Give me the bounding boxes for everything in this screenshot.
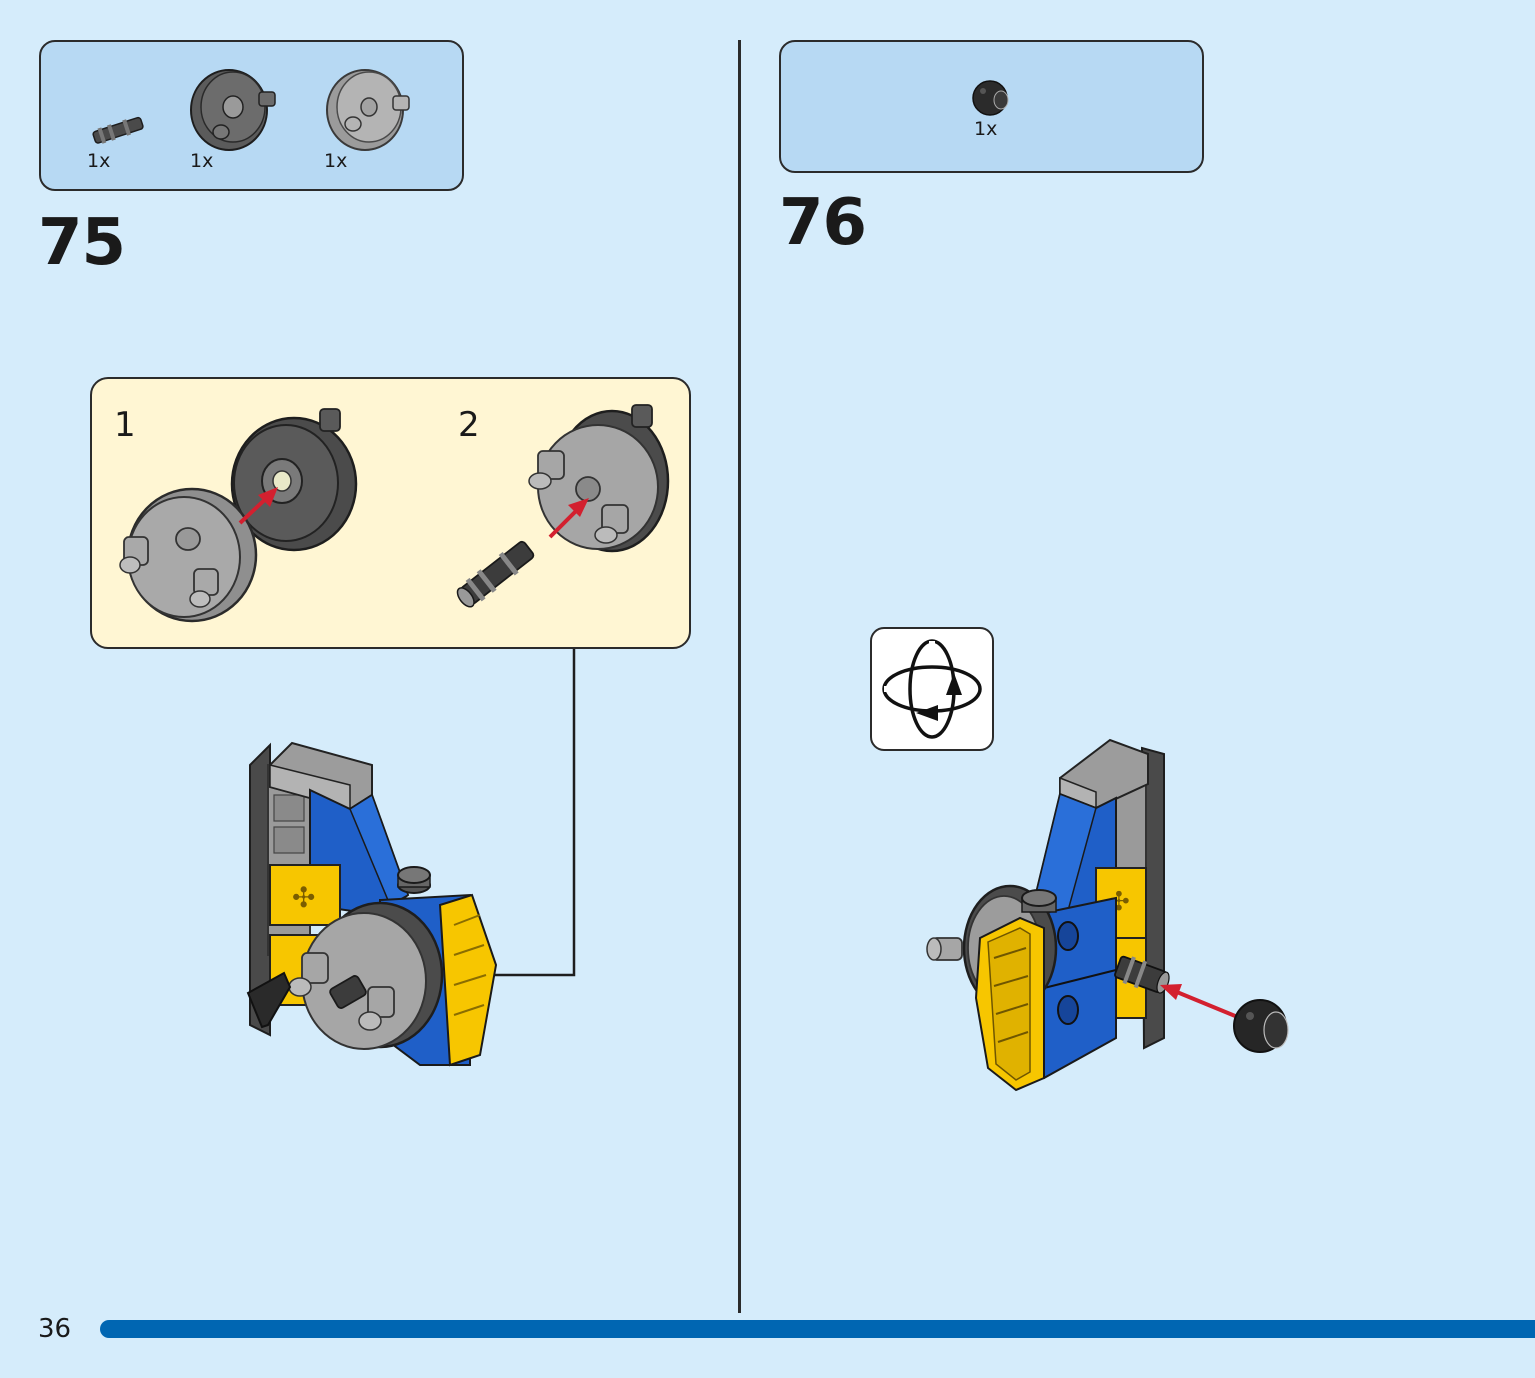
dark-gray-wheel-hub-icon — [190, 69, 276, 151]
part-qty: 1x — [974, 118, 998, 140]
step-76-model-illustration: ✣ — [926, 738, 1289, 1092]
page-progress-bar — [100, 1320, 1535, 1338]
parts-box-step-75: 1x 1x 1x — [39, 40, 464, 191]
black-ball-joint-icon — [972, 80, 1009, 116]
light-gray-wheel-disc-icon — [326, 69, 410, 151]
parts-box-step-76: 1x — [779, 40, 1204, 173]
part-qty: 1x — [324, 150, 348, 172]
step-number: 76 — [779, 186, 867, 260]
substep-callout: 1 2 — [90, 377, 691, 649]
step-divider — [738, 40, 741, 1313]
part-qty: 1x — [190, 150, 214, 172]
step-75-model-illustration: ✣ — [246, 741, 498, 1067]
svg-text:✣: ✣ — [292, 881, 315, 914]
rotate-model-icon — [882, 639, 982, 739]
substep-number: 2 — [458, 405, 480, 445]
rotate-model-hint — [870, 627, 994, 751]
part-qty: 1x — [87, 150, 111, 172]
page-number: 36 — [38, 1314, 72, 1344]
substep-2-illustration — [456, 404, 670, 608]
step-number: 75 — [38, 206, 126, 280]
axle-pin-icon — [92, 116, 144, 144]
substep-number: 1 — [114, 405, 136, 445]
substep-1-illustration — [119, 408, 358, 623]
